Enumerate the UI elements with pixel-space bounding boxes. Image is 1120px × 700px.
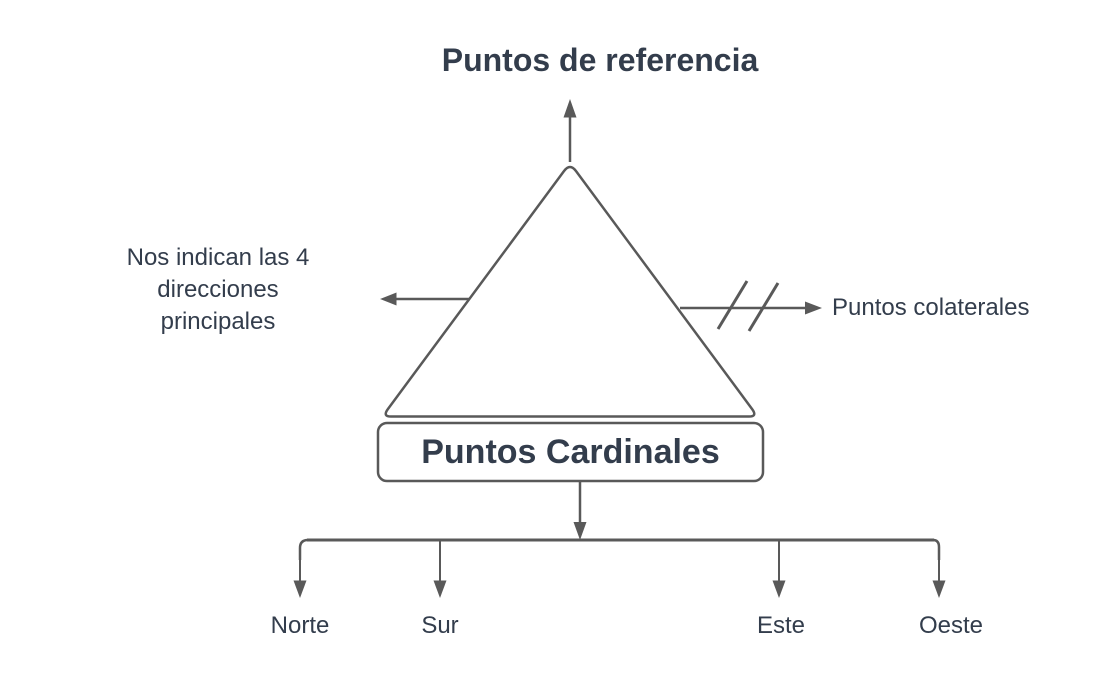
double-slash-marks xyxy=(716,280,780,332)
cardinales-box: Puntos Cardinales xyxy=(378,423,763,481)
left-arrow-connector xyxy=(380,292,470,306)
tree-connector-bar xyxy=(298,538,941,560)
node-label-norte: Norte xyxy=(270,612,330,639)
collaterales-arrow-connector xyxy=(680,280,822,332)
cardinales-box-label: Puntos Cardinales xyxy=(421,432,720,471)
node-label-sur: Sur xyxy=(421,612,459,639)
left-annotation-line-3: principales xyxy=(160,308,276,335)
cardinales-box-shape xyxy=(376,421,765,483)
diagram-title: Puntos de referencia xyxy=(441,42,759,78)
node-label-oeste: Oeste xyxy=(918,612,984,639)
left-annotation-line-2: direcciones xyxy=(157,276,279,303)
collaterales-label: Puntos colaterales xyxy=(832,294,1030,321)
children-drop-arrows xyxy=(293,540,946,598)
box-down-arrow xyxy=(573,481,587,540)
node-label-este: Este xyxy=(756,612,806,639)
left-annotation-line-1: Nos indican las 4 xyxy=(126,244,310,271)
left-annotation: Nos indican las 4 direcciones principale… xyxy=(127,242,310,338)
triangle-shape xyxy=(384,165,756,418)
up-arrow-connector xyxy=(563,99,577,162)
